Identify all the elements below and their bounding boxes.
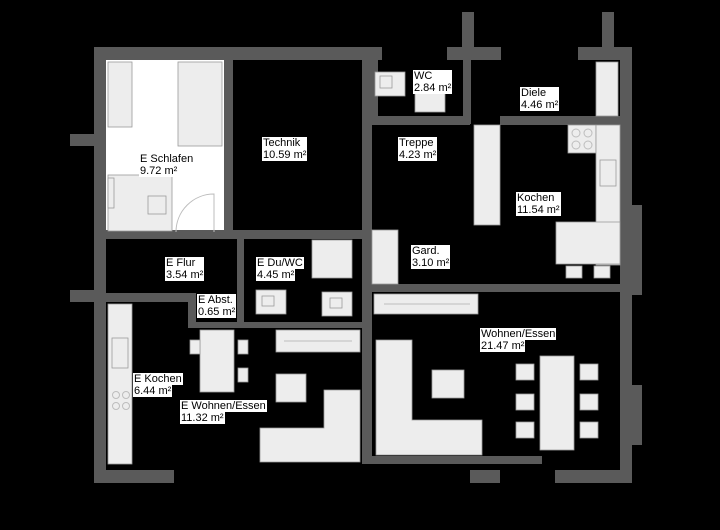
room-label-e-flur: E Flur 3.54 m² xyxy=(165,257,205,281)
room-label-diele: Diele 4.46 m² xyxy=(520,87,560,111)
room-label-gard: Gard. 3.10 m² xyxy=(411,245,451,269)
room-label-wohnen-essen: Wohnen/Essen 21.47 m² xyxy=(480,328,557,352)
room-label-wc: WC 2.84 m² xyxy=(413,70,453,94)
room-label-kochen: Kochen 11.54 m² xyxy=(516,192,561,216)
room-label-e-wohnen-essen: E Wohnen/Essen 11.32 m² xyxy=(180,400,267,424)
room-label-e-schlafen: E Schlafen 9.72 m² xyxy=(139,153,195,177)
room-label-treppe: Treppe 4.23 m² xyxy=(398,137,438,161)
room-label-e-abst: E Abst. 0.65 m² xyxy=(197,294,237,318)
walls xyxy=(70,12,642,483)
room-label-technik: Technik 10.59 m² xyxy=(262,137,308,161)
furniture xyxy=(107,61,621,465)
room-label-e-kochen: E Kochen 6.44 m² xyxy=(133,373,183,397)
room-label-e-du-wc: E Du/WC 4.45 m² xyxy=(256,257,304,281)
